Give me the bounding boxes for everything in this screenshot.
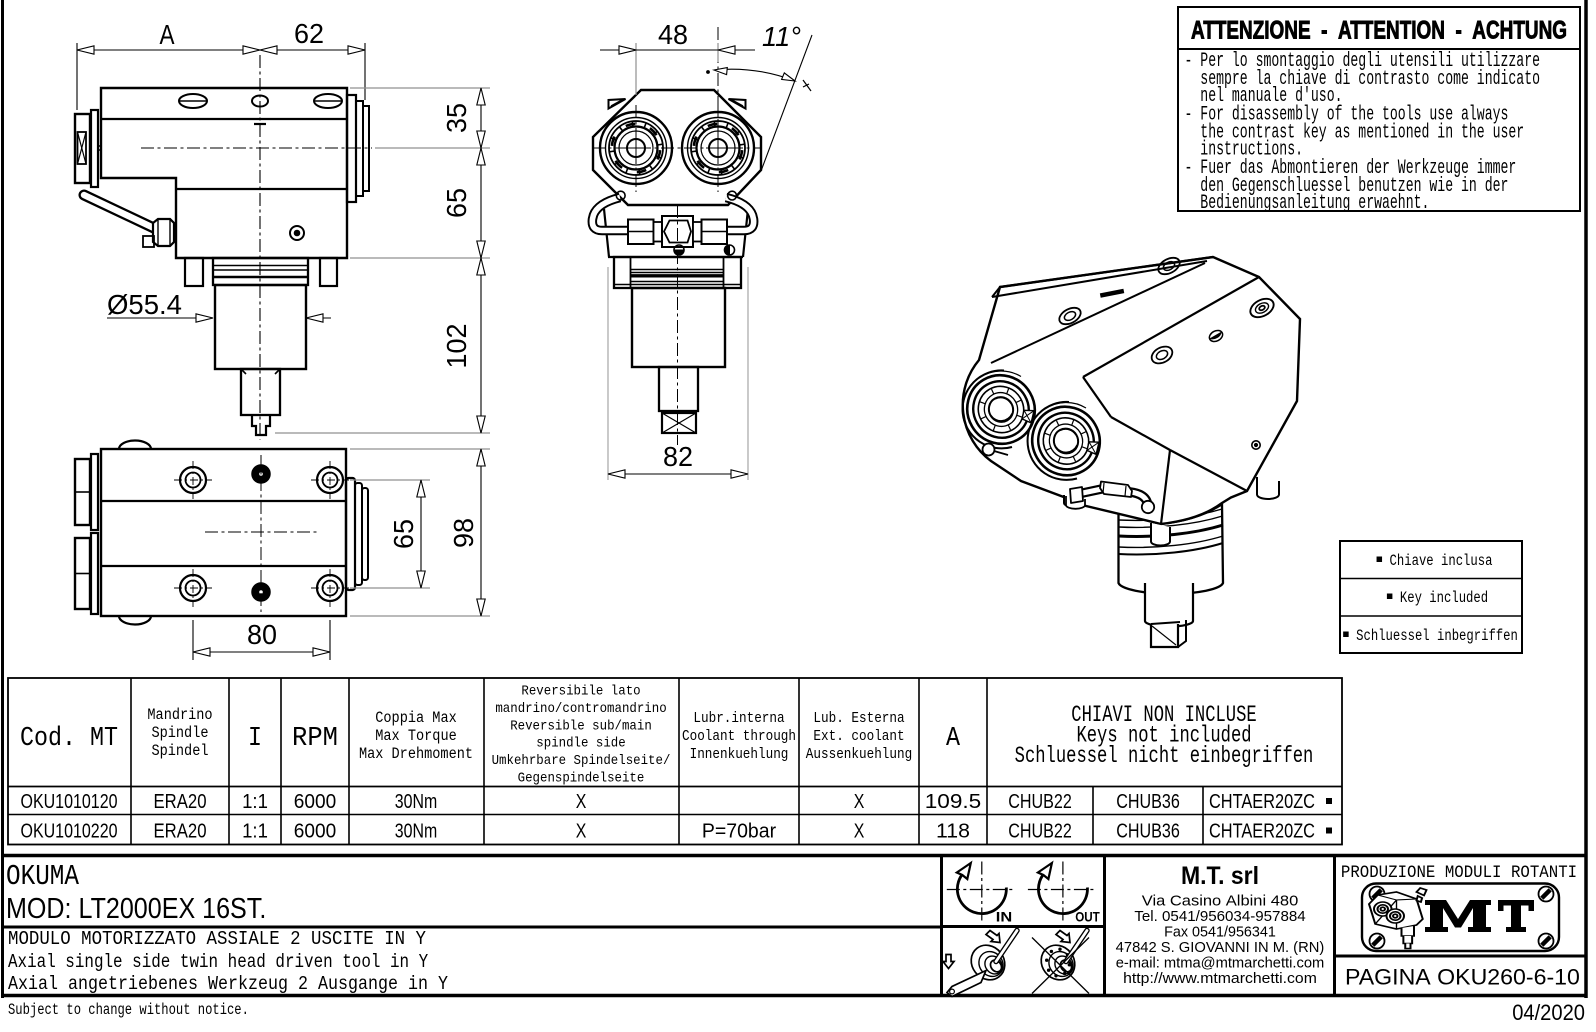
svg-text:Mandrino: Mandrino <box>147 706 212 724</box>
svg-text:Cod. MT: Cod. MT <box>20 724 118 754</box>
svg-text:98: 98 <box>448 518 479 548</box>
svg-text:47842 S. GIOVANNI IN M. (RN): 47842 S. GIOVANNI IN M. (RN) <box>1116 940 1325 956</box>
svg-text:Axial single side twin head dr: Axial single side twin head driven tool … <box>8 951 429 973</box>
svg-text:Ø55.4: Ø55.4 <box>107 289 182 320</box>
svg-text:Axial angetriebenes Werkzeug 2: Axial angetriebenes Werkzeug 2 Ausgange … <box>8 973 449 995</box>
svg-text:Schluessel nicht einbegriffen: Schluessel nicht einbegriffen <box>1015 743 1314 769</box>
svg-text:Aussenkuehlung: Aussenkuehlung <box>806 747 912 763</box>
svg-text:30Nm: 30Nm <box>395 791 437 813</box>
svg-text:X: X <box>576 821 587 843</box>
svg-text:OKU1010120: OKU1010120 <box>21 791 118 813</box>
svg-text:A: A <box>160 19 176 50</box>
svg-text:1:1: 1:1 <box>242 791 268 813</box>
svg-text:OKU1010220: OKU1010220 <box>21 821 118 843</box>
svg-text:30Nm: 30Nm <box>395 821 437 843</box>
svg-text:109.5: 109.5 <box>925 791 982 813</box>
svg-text:the contrast key as mentioned: the contrast key as mentioned in the use… <box>1185 122 1525 145</box>
svg-text:11°: 11° <box>762 21 801 52</box>
svg-text:Via Casino Albini 480: Via Casino Albini 480 <box>1142 894 1299 910</box>
svg-text:CHTAER20ZC: CHTAER20ZC <box>1209 791 1315 813</box>
svg-text:Coolant through: Coolant through <box>682 729 796 745</box>
svg-text:ERA20: ERA20 <box>154 791 207 813</box>
svg-text:Fax 0541/956341: Fax 0541/956341 <box>1164 925 1276 941</box>
svg-text:Chiave inclusa: Chiave inclusa <box>1390 552 1493 570</box>
svg-text:Reversible sub/main: Reversible sub/main <box>510 718 652 734</box>
svg-text:nel manuale d'uso.: nel manuale d'uso. <box>1185 85 1343 108</box>
svg-text:- For disassembly of the tools: - For disassembly of the tools use alway… <box>1185 104 1509 127</box>
svg-text:Tel. 0541/956034-957884: Tel. 0541/956034-957884 <box>1134 909 1305 925</box>
svg-text:62: 62 <box>294 18 324 49</box>
svg-text:80: 80 <box>247 619 277 650</box>
svg-text:den Gegenschluessel benutzen w: den Gegenschluessel benutzen wie in der <box>1185 175 1509 198</box>
svg-text:X: X <box>854 821 865 843</box>
svg-text:sempre la chiave di contrasto: sempre la chiave di contrasto come indic… <box>1185 68 1541 91</box>
svg-text:mandrino/contromandrino: mandrino/contromandrino <box>495 701 666 717</box>
svg-text:MOD: LT2000EX 16ST.: MOD: LT2000EX 16ST. <box>6 893 266 925</box>
svg-text:X: X <box>854 791 865 813</box>
svg-text:Coppia Max: Coppia Max <box>375 709 457 727</box>
svg-text:IN: IN <box>996 910 1012 925</box>
svg-text:spindle side: spindle side <box>536 736 625 752</box>
svg-text:Gegenspindelseite: Gegenspindelseite <box>518 771 645 787</box>
svg-text:OKUMA: OKUMA <box>6 860 80 893</box>
svg-text:PRODUZIONE MODULI ROTANTI: PRODUZIONE MODULI ROTANTI <box>1341 863 1577 883</box>
svg-text:Lubr.interna: Lubr.interna <box>693 711 784 727</box>
svg-text:Innenkuehlung: Innenkuehlung <box>690 747 789 763</box>
svg-text:PAGINA OKU260-6-10: PAGINA OKU260-6-10 <box>1345 965 1580 990</box>
svg-text:118: 118 <box>936 821 970 843</box>
svg-text:I: I <box>248 724 262 754</box>
svg-text:Schluessel inbegriffen: Schluessel inbegriffen <box>1356 627 1518 645</box>
svg-text:Subject to change without noti: Subject to change without notice. <box>8 1001 249 1019</box>
svg-text:102: 102 <box>441 324 472 369</box>
svg-text:CHTAER20ZC: CHTAER20ZC <box>1209 821 1315 843</box>
svg-text:RPM: RPM <box>292 724 338 754</box>
svg-text:- Per lo smontaggio degli uten: - Per lo smontaggio degli utensili utili… <box>1185 50 1541 73</box>
svg-text:ERA20: ERA20 <box>154 821 207 843</box>
svg-text:Max Drehmoment: Max Drehmoment <box>359 745 473 763</box>
svg-text:Bedienungsanleitung erwaehnt.: Bedienungsanleitung erwaehnt. <box>1185 192 1430 215</box>
svg-text:Spindel: Spindel <box>151 742 208 760</box>
svg-text:X: X <box>576 791 587 813</box>
svg-text:CHUB22: CHUB22 <box>1008 821 1072 843</box>
svg-text:CHUB36: CHUB36 <box>1116 821 1180 843</box>
svg-text:CHUB36: CHUB36 <box>1116 791 1180 813</box>
svg-text:CHIAVI NON INCLUSE: CHIAVI NON INCLUSE <box>1071 702 1256 728</box>
svg-text:65: 65 <box>441 188 472 218</box>
svg-text:Max Torque: Max Torque <box>375 727 457 745</box>
svg-text:Lub. Esterna: Lub. Esterna <box>813 711 904 727</box>
svg-text:6000: 6000 <box>294 821 336 843</box>
svg-text:A: A <box>946 724 961 754</box>
svg-text:- Fuer das Abmontieren der Wer: - Fuer das Abmontieren der Werkzeuge imm… <box>1185 157 1517 180</box>
svg-text:P=70bar: P=70bar <box>702 821 777 843</box>
svg-text:82: 82 <box>663 441 693 472</box>
svg-text:e-mail: mtma@mtmarchetti.com: e-mail: mtma@mtmarchetti.com <box>1116 956 1325 972</box>
svg-text:OUT: OUT <box>1075 910 1100 925</box>
svg-text:Ext. coolant: Ext. coolant <box>813 729 904 745</box>
svg-text:Umkehrbare Spindelseite/: Umkehrbare Spindelseite/ <box>492 753 671 769</box>
svg-text:35: 35 <box>441 103 472 133</box>
svg-text:48: 48 <box>658 19 688 50</box>
svg-text:Key included: Key included <box>1400 589 1488 607</box>
svg-text:CHUB22: CHUB22 <box>1008 791 1072 813</box>
svg-text:instructions.: instructions. <box>1185 139 1304 162</box>
svg-text:04/2020: 04/2020 <box>1512 1000 1585 1025</box>
svg-text:MODULO MOTORIZZATO ASSIALE 2 U: MODULO MOTORIZZATO ASSIALE 2 USCITE IN Y <box>8 928 427 950</box>
svg-text:Keys not included: Keys not included <box>1076 723 1251 749</box>
svg-text:6000: 6000 <box>294 791 336 813</box>
svg-text:Spindle: Spindle <box>151 724 208 742</box>
svg-text:http://www.mtmarchetti.com: http://www.mtmarchetti.com <box>1123 971 1317 987</box>
svg-text:ATTENZIONE - ATTENTION - A: ATTENZIONE - ATTENTION - ACHTUNG <box>1191 17 1567 45</box>
svg-text:Reversibile lato: Reversibile lato <box>521 684 640 700</box>
svg-text:M.T. srl: M.T. srl <box>1181 862 1259 890</box>
svg-text:1:1: 1:1 <box>242 821 268 843</box>
svg-text:65: 65 <box>388 519 419 549</box>
